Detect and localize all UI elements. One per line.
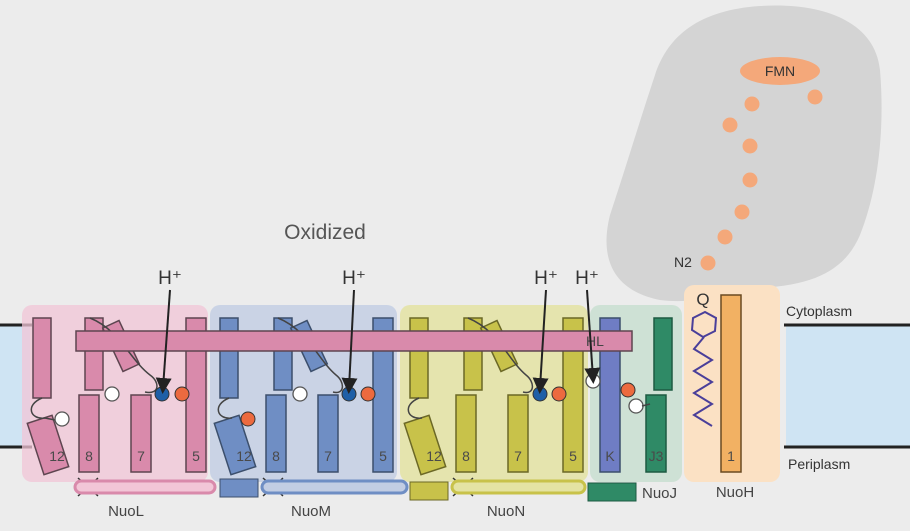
nuok-open-residue (628, 398, 644, 414)
nuom-loop (217, 397, 233, 419)
nuon-block (409, 481, 449, 501)
nuon-tm12-broken (403, 414, 447, 476)
nuom-open-residue (292, 386, 308, 402)
nuom-connector (260, 479, 409, 495)
nuon-glu-residue (551, 386, 567, 402)
hl-helix (75, 330, 633, 352)
nuoj-tm-top (653, 317, 673, 391)
nuok-glu-residue (620, 382, 636, 398)
cytoplasm-label: Cytoplasm (786, 303, 852, 319)
nuom-block (219, 478, 259, 498)
nuol-helix-number: 7 (137, 448, 145, 464)
subunit-label-nuoh: NuoH (716, 484, 754, 501)
nuom-tm8-bottom (265, 394, 287, 473)
nuom-tm8-top (273, 317, 293, 391)
nuol-tm8-bottom (78, 394, 100, 473)
nuol-tm12-top (32, 317, 52, 399)
state-label: Oxidized (284, 221, 366, 244)
fes-cluster (742, 172, 758, 188)
nuol-tm12-broken (26, 414, 70, 476)
nuoh-helix-number: 1 (727, 448, 735, 464)
nuom-helix-number: 12 (236, 448, 252, 464)
nuoj-helix-number: J3 (649, 448, 664, 464)
nuon-helix-number: 8 (462, 448, 470, 464)
nuol-helices (26, 317, 207, 476)
nuon-helix-number: 7 (514, 448, 522, 464)
membrane-right (786, 325, 910, 447)
nuoh-tm1 (720, 294, 742, 473)
fmn-cofactor (740, 57, 820, 85)
fes-cluster (722, 117, 738, 133)
fes-cluster (717, 229, 733, 245)
subunit-label-nuom: NuoM (291, 503, 331, 520)
nuon-loop (407, 397, 423, 419)
nuol-lys-residue (154, 386, 170, 402)
nuol-helix-number: 12 (49, 448, 65, 464)
fes-cluster (807, 89, 823, 105)
proton-label: H⁺ (342, 268, 366, 289)
nuol-open-residue (54, 411, 70, 427)
nuom-tm12-top (219, 317, 239, 399)
proton-arrow-nuon (532, 289, 549, 394)
fes-cluster-chain (700, 89, 823, 271)
hl-helix-label: HL (586, 333, 604, 349)
proton-label: H⁺ (534, 268, 558, 289)
nuok-helix (599, 317, 621, 473)
subunit-label-nuon: NuoN (487, 503, 525, 520)
nuoj-block (587, 482, 637, 502)
nuon-helix-number: 12 (426, 448, 442, 464)
nuon-tm8-bottom (455, 394, 477, 473)
nuoj-tm3 (645, 394, 667, 473)
nuon-tm12-top (409, 317, 429, 399)
quinone-tail (692, 336, 714, 427)
nuol-tm7 (130, 394, 152, 473)
subunit-label-nuoj: NuoJ (642, 485, 677, 502)
nuom-helix-number: 7 (324, 448, 332, 464)
nuon-lys-residue (532, 386, 548, 402)
nuon-tm8-top (463, 317, 483, 391)
nuom-helix-number: 8 (272, 448, 280, 464)
proton-arrow-nuol (155, 289, 172, 394)
nuol-open-residue (104, 386, 120, 402)
nuol-glu-residue (174, 386, 190, 402)
peripheral-arm (606, 5, 882, 302)
fes-cluster (734, 204, 750, 220)
nuom-tm7 (317, 394, 339, 473)
fmn-label: FMN (765, 63, 795, 79)
nuok-link (641, 403, 651, 407)
nuom-tm12-broken (213, 414, 257, 476)
nuol-connector (73, 479, 217, 495)
nuol-tm8-top (84, 317, 104, 391)
nuol-loop (30, 397, 56, 421)
proton-label: H⁺ (158, 268, 182, 289)
nuom-lys-residue (341, 386, 357, 402)
fes-cluster (744, 96, 760, 112)
nuok-helix-number: K (605, 448, 615, 464)
nuom-helix-number: 5 (379, 448, 387, 464)
nuom-glu-residue (360, 386, 376, 402)
nuol-helix-number: 8 (85, 448, 93, 464)
fes-cluster (742, 138, 758, 154)
proton-arrows (155, 289, 601, 394)
nuom-glu-residue (240, 411, 256, 427)
periplasm-label: Periplasm (788, 456, 850, 472)
subunit-label-nuol: NuoL (108, 503, 144, 520)
proton-arrow-nuom (341, 289, 358, 394)
proton-arrow-nuok (584, 289, 601, 384)
quinone-label: Q (696, 290, 709, 309)
nuol-helix-number: 5 (192, 448, 200, 464)
nuon-tm7 (507, 394, 529, 473)
proton-label: H⁺ (575, 268, 599, 289)
nuon-helix-number: 5 (569, 448, 577, 464)
n2-label: N2 (674, 254, 692, 270)
nuon-connector (450, 479, 587, 495)
n2-cluster (700, 255, 716, 271)
